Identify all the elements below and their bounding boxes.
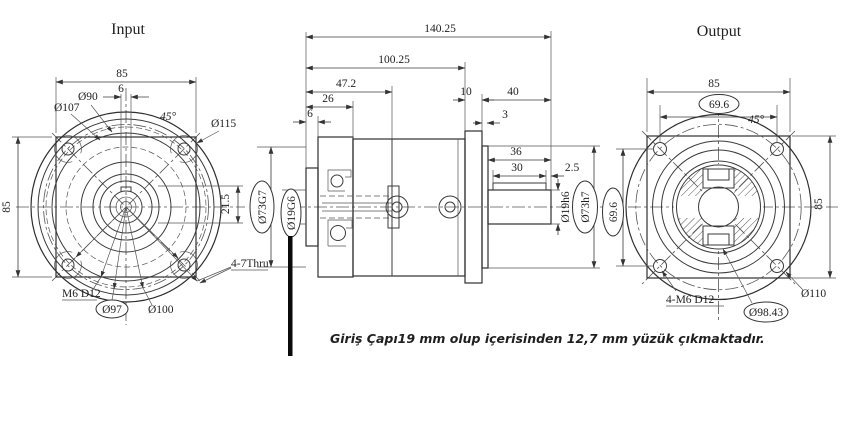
dia73h7-balloon: [572, 180, 598, 234]
dim-2-5: 2.5: [565, 162, 580, 174]
input-dia97-balloon: [95, 299, 129, 319]
output-spacing-h-balloon: [698, 94, 740, 114]
input-diameter-callouts: Ø107 Ø90 Ø115 45°: [54, 91, 236, 144]
input-tap-label: M6 D12: [62, 288, 101, 300]
input-bottom-callouts: M6 D12 Ø97 Ø100 4-7Thru: [62, 206, 269, 319]
output-view: Output: [602, 23, 838, 323]
output-dia98-label: Ø98.43: [749, 307, 783, 319]
dim-40: 40: [507, 86, 519, 98]
input-dim-keyway-depth: 21.5: [158, 185, 243, 224]
input-corner-holes: [54, 135, 198, 279]
output-dim-spacing-v-label: 69.6: [608, 202, 620, 222]
dim-47-2: 47.2: [336, 78, 356, 90]
input-dim-height-label: 85: [1, 201, 13, 213]
input-dia100-label: Ø100: [148, 304, 174, 316]
dim-3: 3: [502, 109, 508, 121]
input-dim-width: 85: [55, 68, 197, 133]
input-dim-keyway-depth-label: 21.5: [220, 194, 232, 214]
input-dim-height: 85: [1, 136, 52, 278]
input-dim-keyway-width-label: 6: [118, 83, 124, 95]
dim-36: 36: [510, 146, 522, 158]
input-keyway: [120, 186, 132, 192]
output-dim-height: 85: [792, 135, 836, 279]
output-dia98-balloon: [743, 301, 789, 323]
output-dim-spacing-v: 69.6: [602, 148, 654, 267]
input-dim-width-label: 85: [116, 68, 128, 80]
output-dim-width-label: 85: [708, 78, 720, 90]
note-leader-line: [288, 236, 293, 356]
dim-30: 30: [511, 162, 523, 174]
output-dim-width: 85: [646, 78, 791, 132]
output-spacing-v-balloon: [602, 187, 624, 237]
dia-19h6: Ø19h6: [560, 191, 572, 223]
output-circles: [625, 113, 812, 301]
body-screw-1: [385, 195, 409, 219]
output-dim-spacing-h: 69.6 45°: [659, 94, 778, 143]
input-dia90-label: Ø90: [78, 91, 98, 103]
dia-19g6: Ø19G6: [286, 196, 298, 230]
dim-140-25: 140.25: [424, 23, 456, 35]
body-screw-2: [438, 195, 462, 219]
output-dim-spacing-h-label: 69.6: [709, 99, 729, 111]
side-view: 140.25 100.25 47.2 26 6 10 40 3 36 30 2: [249, 23, 608, 356]
input-holes-label: 4-7Thru: [231, 258, 269, 270]
output-view-title: Output: [697, 23, 742, 40]
output-tap-label: 4-M6 D12: [666, 294, 714, 306]
dim-26: 26: [322, 93, 334, 105]
input-flange-square: [55, 136, 197, 278]
dia73g7-balloon: [249, 180, 275, 234]
dia-73h7: Ø73h7: [580, 191, 592, 223]
output-hub-section: [674, 164, 763, 250]
side-dimensions: 140.25 100.25 47.2 26 6 10 40 3 36 30 2: [293, 23, 580, 179]
dia-73g7: Ø73G7: [257, 190, 269, 224]
output-dia110-label: Ø110: [801, 288, 826, 300]
output-shaft-key: [492, 182, 547, 191]
input-dia97-label: Ø97: [102, 304, 122, 316]
dim-6: 6: [307, 108, 313, 120]
output-dim-height-label: 85: [813, 198, 825, 210]
output-callouts: 4-M6 D12 Ø98.43 Ø110: [661, 248, 826, 323]
output-flange-square: [646, 135, 791, 279]
input-view: Input: [1, 21, 269, 325]
input-angle-label: 45°: [160, 111, 177, 123]
input-dia115-label: Ø115: [211, 118, 236, 130]
dim-10: 10: [460, 86, 472, 98]
input-circles: [30, 111, 222, 303]
drawing-note: Giriş Çapı19 mm olup içerisinden 12,7 mm…: [330, 331, 765, 346]
main-body: [352, 138, 466, 277]
side-diameter-callouts: Ø73h7 Ø19h6 Ø73G7 Ø19G6: [249, 145, 598, 269]
input-view-title: Input: [111, 21, 145, 38]
input-dim-keyway-width: 6: [103, 83, 149, 183]
side-extension-lines: [257, 31, 600, 269]
output-bore: [698, 186, 739, 228]
output-angle-label: 45°: [748, 114, 765, 126]
side-outline: [305, 130, 552, 284]
input-dia107-label: Ø107: [54, 102, 80, 114]
dim-100-25: 100.25: [378, 54, 410, 66]
